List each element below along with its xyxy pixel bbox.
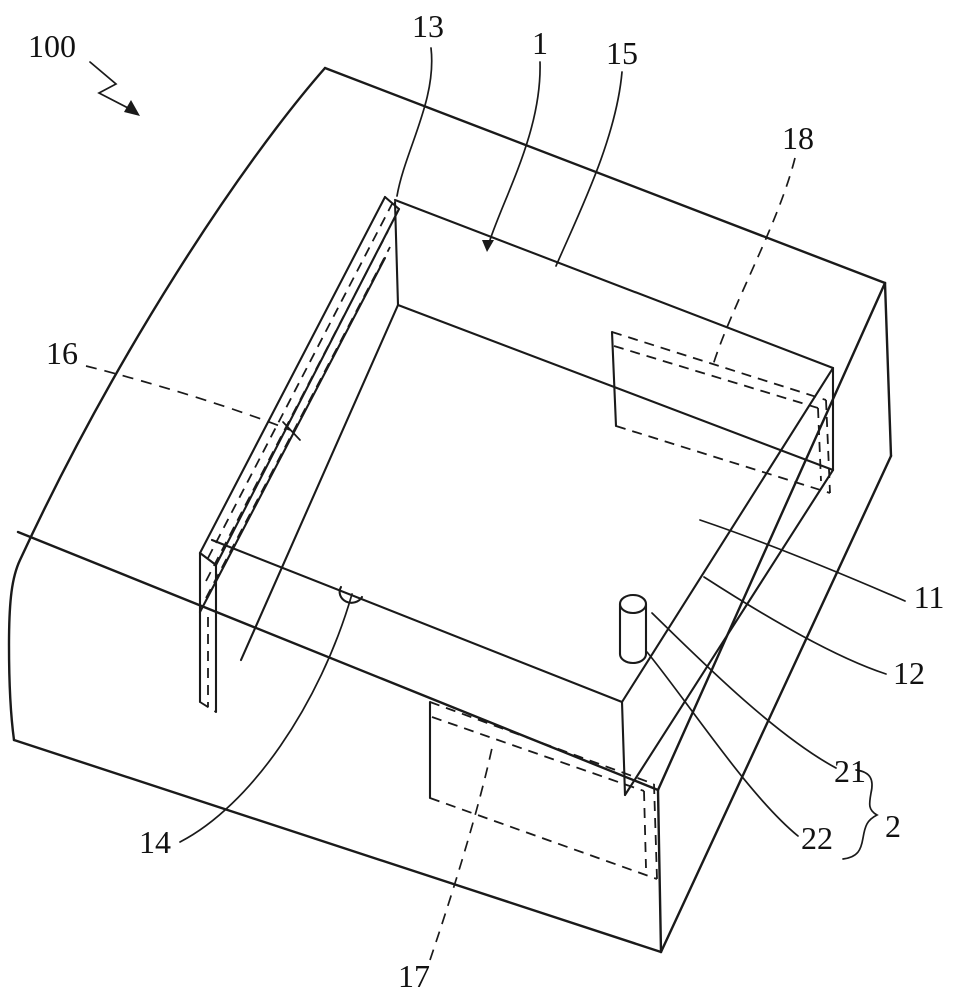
slot18-left-cap <box>610 330 618 428</box>
cavity-back-rim <box>393 198 835 370</box>
leader-14 <box>179 593 353 843</box>
slot17-inner-top-edge <box>431 716 645 792</box>
wall-back-cap <box>383 195 401 211</box>
pin-top-face <box>618 593 648 615</box>
ref-label-11: 11 <box>914 579 945 615</box>
slot17-top-edge <box>429 701 655 785</box>
slot18-inner-right-edge <box>817 407 822 482</box>
leader-13 <box>396 47 433 197</box>
leader-22 <box>646 651 799 837</box>
wall-top-outer-edge <box>198 195 387 555</box>
ref-label-16: 16 <box>46 335 78 371</box>
leader-100-zigzag <box>89 61 129 109</box>
leader-lines <box>85 47 906 961</box>
outer-top-edge <box>323 66 887 285</box>
leader-15 <box>555 71 623 267</box>
ref-label-2: 2 <box>885 808 901 844</box>
slot17-right-edge <box>653 783 658 880</box>
leader-18 <box>712 157 796 366</box>
cavity-back-wall-left-edge <box>393 200 400 307</box>
slot18-top-edge <box>611 331 827 401</box>
leader-12 <box>703 576 887 675</box>
leader-11 <box>699 519 906 602</box>
outer-s-vertical-edge <box>656 788 663 954</box>
reference-labels: 100 13 1 15 18 16 11 12 21 2 22 14 17 <box>28 8 944 994</box>
outer-right-vertical-edge <box>883 281 893 458</box>
cavity-floor-left-edge <box>239 303 400 662</box>
ref-label-13: 13 <box>412 8 444 44</box>
ref-label-1: 1 <box>532 25 548 61</box>
outer-front-edge <box>16 530 660 792</box>
outer-block <box>7 66 893 954</box>
outer-left-cut-curve <box>7 66 327 742</box>
front-rim-notch <box>338 585 364 604</box>
wall-groove-line-1 <box>205 230 389 582</box>
slot18-right-edge <box>825 399 831 494</box>
curly-brace-2 <box>842 769 879 860</box>
leader-1 <box>489 61 541 241</box>
ref-label-15: 15 <box>606 35 638 71</box>
leader-16-tick <box>282 421 301 441</box>
cavity-s-vertical-edge <box>620 700 627 797</box>
ref-label-100: 100 <box>28 28 76 64</box>
slot18-bottom-edge <box>615 425 831 494</box>
ref-label-18: 18 <box>782 120 814 156</box>
wall-top-inner-edge <box>214 207 401 567</box>
slot17-inner-right-edge <box>643 790 647 869</box>
cavity-recess <box>210 198 835 797</box>
leader-21 <box>651 612 837 769</box>
wall-front-cap-top <box>198 551 218 567</box>
leader-100-arrowhead <box>124 100 140 116</box>
slot17-bottom-edge <box>429 797 658 880</box>
slot-17 <box>428 700 658 880</box>
partition-wall <box>198 195 401 714</box>
outer-right-bottom-edge <box>659 454 893 954</box>
wall-outer-bottom-edge <box>198 256 387 614</box>
pin-bottom-arc <box>618 652 648 665</box>
cavity-floor-right-edge <box>623 468 835 797</box>
leader-16 <box>85 365 291 431</box>
ref-label-22: 22 <box>801 820 833 856</box>
cavity-front-rim <box>210 538 624 704</box>
wall-top-groove-line <box>207 203 393 559</box>
wall-groove-line-2 <box>205 246 391 599</box>
ref-label-12: 12 <box>893 655 925 691</box>
pin-cylinder <box>618 593 648 665</box>
leader-1-arrowhead <box>482 240 494 252</box>
ref-label-21: 21 <box>834 753 866 789</box>
outer-bottom-edge <box>12 738 663 954</box>
slot-18 <box>610 330 831 494</box>
slot18-inner-top-edge <box>613 345 819 409</box>
cavity-right-rim <box>620 366 835 704</box>
cavity-floor-back-edge <box>396 303 835 472</box>
outer-se-edge <box>656 281 887 792</box>
leader-17 <box>429 747 493 961</box>
ref-label-14: 14 <box>139 824 171 860</box>
ref-label-17: 17 <box>398 958 430 994</box>
